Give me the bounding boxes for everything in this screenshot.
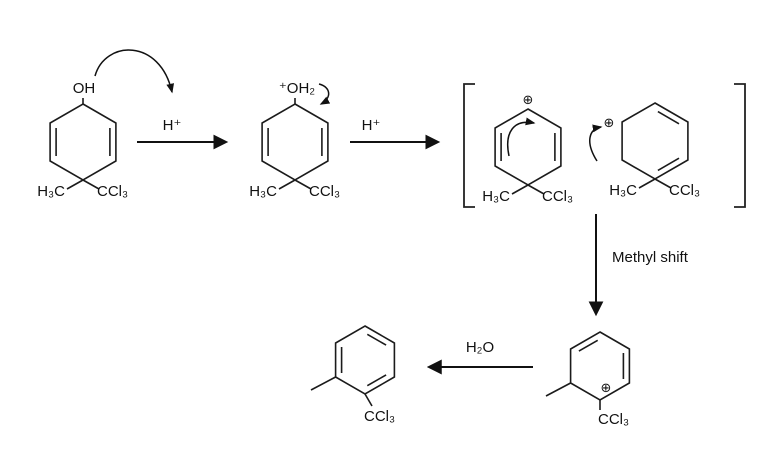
trichloromethyl-label: CCl₃ xyxy=(669,182,700,199)
molecule-dienol: OH H₃C CCl₃ xyxy=(37,80,128,200)
curved-arrow-oh-protonation xyxy=(94,49,175,94)
cyclohexadienyl-ring xyxy=(621,102,689,180)
molecule-product: CCl₃ xyxy=(310,325,396,425)
cyclohexadienyl-ring xyxy=(494,108,562,186)
curved-arrow-to-charge xyxy=(589,124,603,162)
bonds xyxy=(638,110,680,189)
water-label: H₂O xyxy=(466,339,494,356)
methyl-label: H₃C xyxy=(37,183,65,200)
curved-arrow-water-leaving xyxy=(318,83,331,105)
trichloromethyl-label: CCl₃ xyxy=(598,411,629,428)
reaction-step-3: Methyl shift xyxy=(588,214,689,317)
positive-charge-icon: ⊕ xyxy=(601,380,612,395)
hydroxyl-label: OH xyxy=(73,80,96,97)
bonds xyxy=(55,98,111,190)
proton-label-2: H⁺ xyxy=(362,117,381,134)
reaction-step-4: H₂O xyxy=(426,339,533,375)
trichloromethyl-label: CCl₃ xyxy=(364,408,395,425)
bonds xyxy=(310,333,387,407)
proton-label-1: H⁺ xyxy=(163,117,182,134)
bonds xyxy=(267,98,323,190)
positive-charge-icon: ⊕ xyxy=(604,115,615,130)
bonds xyxy=(545,339,625,410)
benzene-ring xyxy=(334,325,396,395)
methyl-shift-label: Methyl shift xyxy=(612,249,689,266)
bonds xyxy=(500,133,556,195)
methyl-label: H₃C xyxy=(609,182,637,199)
oxocarbenium-label: ⁺OH₂ xyxy=(279,80,315,97)
trichloromethyl-label: CCl₃ xyxy=(309,183,340,200)
methyl-label: H₃C xyxy=(249,183,277,200)
curved-arrow-resonance xyxy=(507,117,536,157)
cyclohexadiene-ring xyxy=(49,103,117,181)
cyclohexadiene-ring xyxy=(261,103,329,181)
left-bracket xyxy=(463,83,475,208)
positive-charge-icon: ⊕ xyxy=(523,92,534,107)
reaction-step-1: H⁺ xyxy=(137,117,229,150)
trichloromethyl-label: CCl₃ xyxy=(542,188,573,205)
right-bracket xyxy=(734,83,746,208)
molecule-carbocation-shifted: ⊕ CCl₃ xyxy=(545,331,631,428)
molecule-carbocation-2: ⊕ H₃C CCl₃ xyxy=(589,102,700,199)
reaction-step-2: H⁺ xyxy=(350,117,441,150)
molecule-carbocation-1: ⊕ H₃C CCl₃ xyxy=(482,92,573,205)
trichloromethyl-label: CCl₃ xyxy=(97,183,128,200)
molecule-protonated-dienol: ⁺OH₂ H₃C CCl₃ xyxy=(249,80,340,200)
methyl-label: H₃C xyxy=(482,188,510,205)
